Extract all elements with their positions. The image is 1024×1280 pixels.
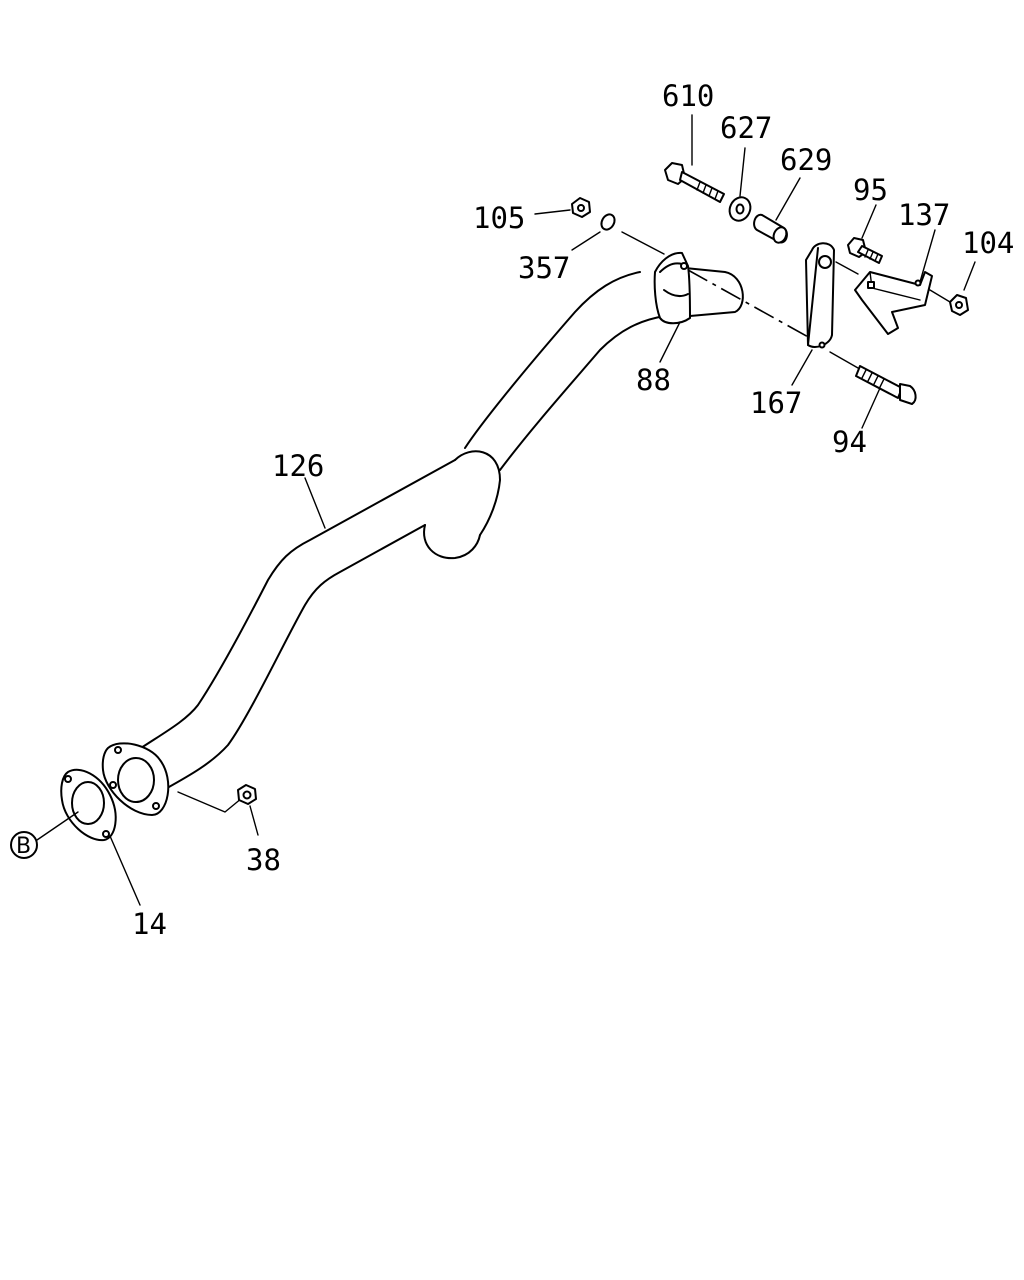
label-137: 137 <box>898 198 950 232</box>
bolt-95 <box>835 204 883 275</box>
label-95: 95 <box>853 173 888 207</box>
label-104: 104 <box>962 226 1014 260</box>
label-610: 610 <box>662 79 714 113</box>
label-357: 357 <box>518 251 570 285</box>
label-105: 105 <box>473 201 525 235</box>
nut-104 <box>929 261 976 316</box>
label-88: 88 <box>636 363 671 397</box>
washer-357 <box>571 213 665 255</box>
clamp-88 <box>653 251 691 363</box>
nut-38 <box>177 784 259 836</box>
exhaust-pipe-126 <box>101 267 744 816</box>
label-167: 167 <box>750 386 802 420</box>
bolt-610 <box>664 114 725 203</box>
label-38: 38 <box>246 843 281 877</box>
inlet-flange <box>101 742 170 816</box>
stay-167 <box>791 242 835 386</box>
reference-b-label: B <box>16 834 31 859</box>
bolt-94 <box>829 351 917 429</box>
assembly-axis <box>687 269 811 339</box>
part-labels: 610 627 629 95 137 104 105 357 88 167 94… <box>132 79 1014 941</box>
label-14: 14 <box>132 907 167 941</box>
reference-b-marker: B <box>10 811 79 859</box>
washer-627 <box>728 147 752 222</box>
label-627: 627 <box>720 111 772 145</box>
nut-105 <box>534 197 591 218</box>
label-94: 94 <box>832 425 867 459</box>
label-629: 629 <box>780 143 832 177</box>
bracket-137 <box>854 229 936 335</box>
collar-629 <box>753 177 801 244</box>
label-126: 126 <box>272 449 324 483</box>
gasket-14 <box>60 768 141 906</box>
